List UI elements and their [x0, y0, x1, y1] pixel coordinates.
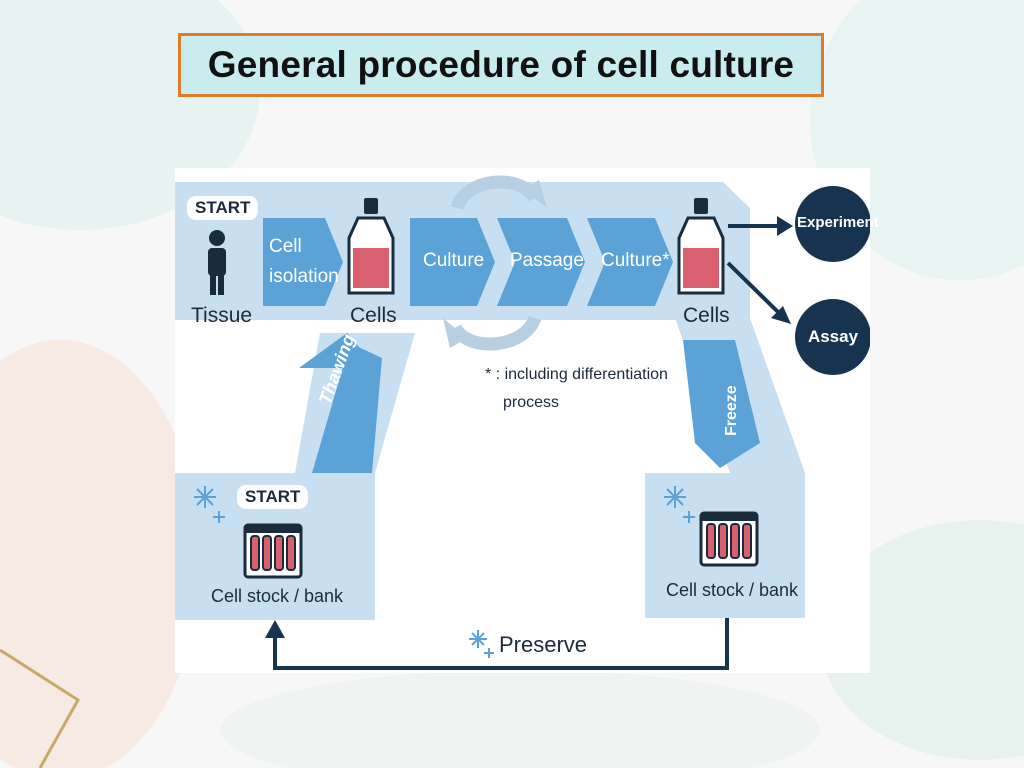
passage-arrow[interactable] [497, 218, 585, 306]
note-line-2: process [503, 394, 560, 411]
thawing-arrow[interactable] [312, 343, 382, 473]
experiment-label: Experiment [797, 214, 879, 231]
snowflake-icon-preserve [469, 630, 494, 658]
culture-label: Culture [423, 250, 485, 271]
cell-isolation-label-1: Cell [269, 236, 302, 257]
cell-isolation-arrow[interactable] [263, 218, 343, 306]
note-line-1: * : including differentiation [485, 366, 668, 383]
preserve-label: Preserve [499, 632, 588, 657]
start-badge-top: START [187, 196, 259, 220]
tube-rack-icon-right [699, 511, 759, 567]
snowflake-icon-right [664, 486, 695, 523]
preserve-arrow [273, 618, 729, 670]
cells-left-label: Cells [350, 304, 397, 327]
flask-icon-right [677, 198, 725, 295]
title-box: General procedure of cell culture [178, 33, 824, 97]
freeze-arrow[interactable] [683, 340, 760, 468]
start-badge-bottom: START [237, 485, 309, 509]
culture-star-label: Culture* [601, 250, 670, 271]
passage-label: Passage [510, 250, 584, 271]
cell-isolation-label-2: isolation [269, 266, 339, 287]
freeze-label: Freeze [723, 385, 740, 436]
stock-left-label: Cell stock / bank [211, 586, 344, 606]
assay-label: Assay [807, 327, 859, 346]
experiment-circle[interactable] [795, 186, 870, 262]
culture-star-arrow[interactable] [587, 218, 673, 306]
assay-circle[interactable] [795, 299, 870, 375]
stock-right-label: Cell stock / bank [666, 580, 799, 600]
cycle-arrow-bottom [449, 315, 542, 351]
flask-icon-left [347, 198, 395, 295]
diagram-panel: START Tissue Cell isolation Cells Cultur… [175, 168, 879, 673]
tube-rack-icon-left [243, 523, 303, 579]
diagram-graphics [175, 175, 870, 670]
snowflake-icon-left [194, 486, 225, 523]
culture-arrow[interactable] [410, 218, 495, 306]
slide-title: General procedure of cell culture [207, 44, 795, 85]
person-icon [208, 230, 226, 295]
cells-right-label: Cells [683, 304, 730, 327]
tissue-label: Tissue [191, 304, 253, 327]
to-assay-arrow [726, 261, 781, 315]
decor-line [0, 648, 80, 768]
